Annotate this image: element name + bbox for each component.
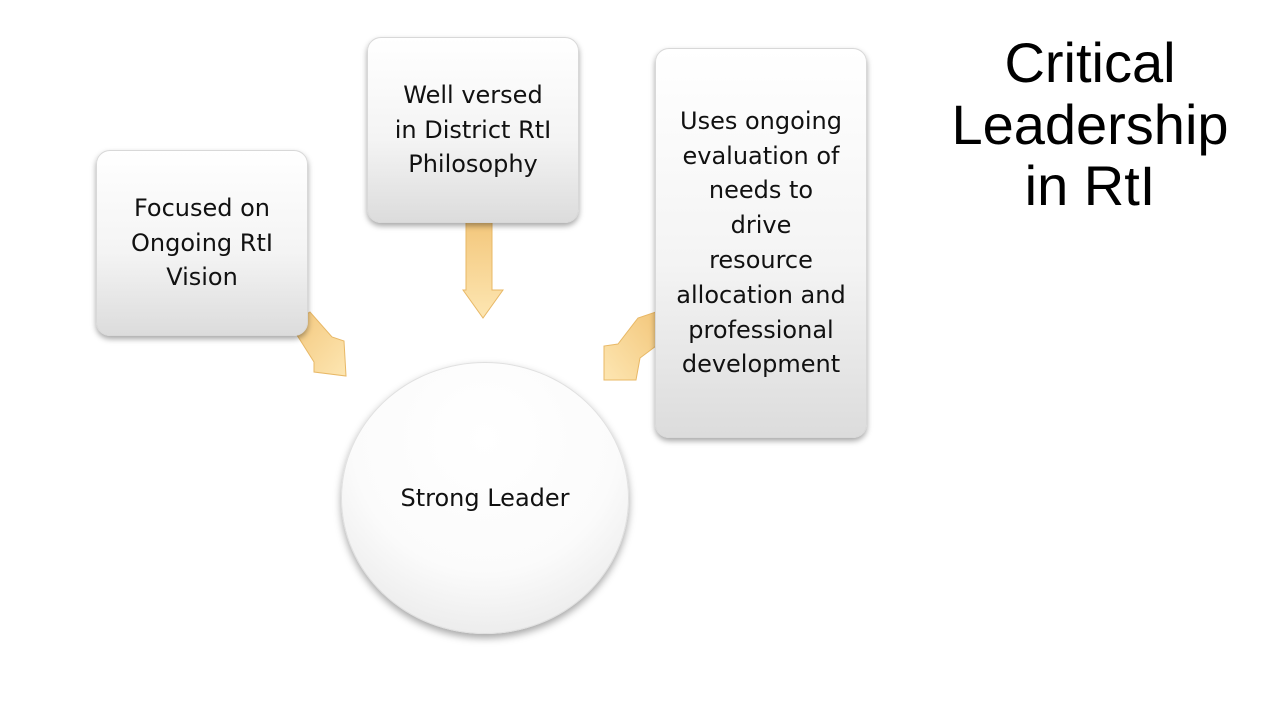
node-ongoing-vision: Focused on Ongoing RtI Vision	[96, 150, 308, 336]
node-text-line: Philosophy	[408, 150, 538, 179]
node-ongoing-evaluation: Uses ongoing evaluation of needs to driv…	[655, 48, 867, 438]
title-line: Leadership	[951, 92, 1229, 156]
node-text-line: in District RtI	[394, 115, 552, 144]
node-text-line: evaluation of	[682, 141, 840, 170]
node-text-line: development	[681, 350, 841, 379]
title-line: in RtI	[1024, 154, 1156, 218]
node-text-line: Uses ongoing	[680, 106, 842, 135]
node-text-line: drive	[730, 211, 792, 240]
node-text-line: Well versed	[403, 80, 543, 109]
center-node-strong-leader: Strong Leader	[341, 362, 629, 634]
node-text-line: resource	[709, 246, 813, 274]
node-text-line: Vision	[166, 263, 238, 292]
slide-title: Critical Leadership in RtI	[930, 32, 1250, 217]
node-text-line: Ongoing RtI	[131, 228, 273, 257]
center-node-label: Strong Leader	[400, 484, 570, 512]
arrow-top	[462, 221, 504, 319]
arrow-right	[603, 311, 657, 381]
node-text-line: needs to	[708, 176, 814, 205]
node-text-line: allocation and	[676, 280, 846, 309]
node-text-line: Focused on	[133, 193, 271, 222]
node-text-line: professional	[688, 315, 834, 344]
title-line: Critical	[1004, 31, 1176, 94]
node-district-philosophy: Well versed in District RtI Philosophy	[367, 37, 579, 223]
